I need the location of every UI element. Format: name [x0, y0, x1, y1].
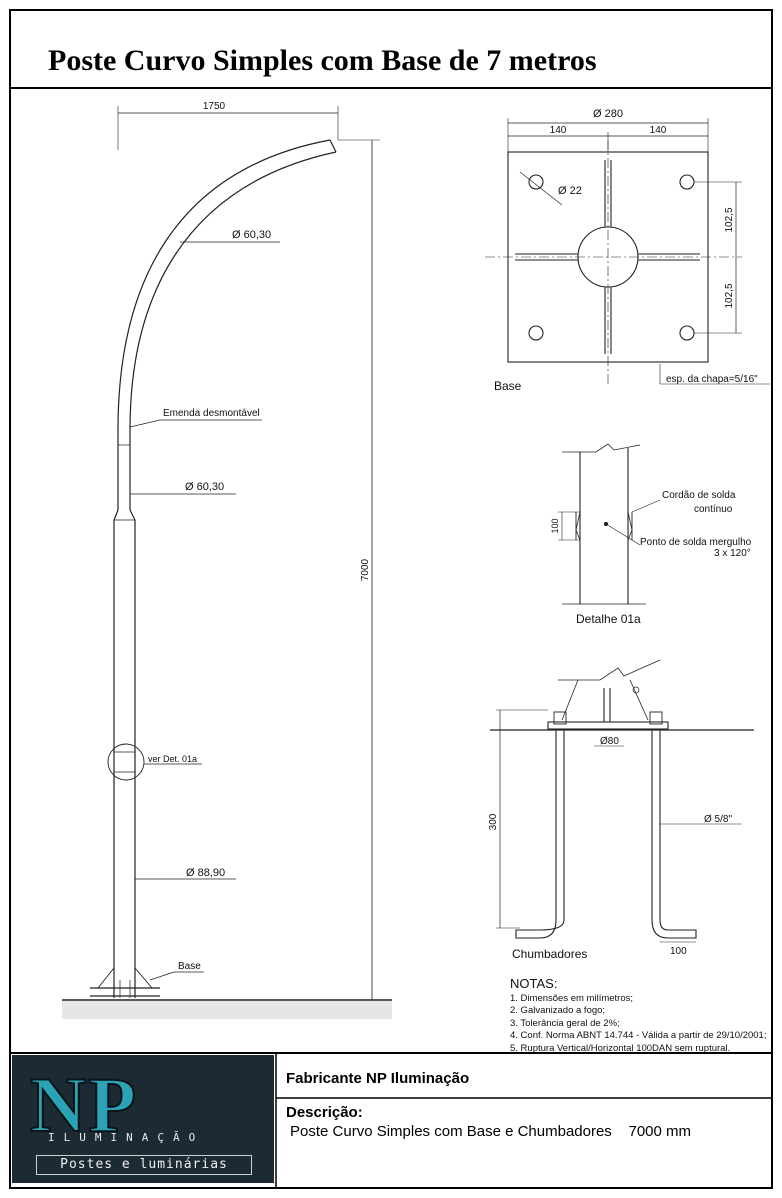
- description-text: Poste Curvo Simples com Base e Chumbador…: [290, 1123, 692, 1140]
- notes-block: NOTAS: 1. Dimensões em milímetros; 2. Ga…: [510, 976, 767, 1055]
- pole-height-dim: 7000: [360, 558, 371, 581]
- anchors-depth: 300: [488, 813, 499, 830]
- logo-main: NP: [29, 1061, 138, 1148]
- plate-hole: Ø 22: [558, 185, 582, 197]
- anchors-width: Ø80: [600, 736, 619, 747]
- plate-thickness: esp. da chapa=5/16": [666, 374, 758, 385]
- detail-plug-weld-2: 3 x 120°: [714, 548, 751, 559]
- page-title: Poste Curvo Simples com Base de 7 metros: [48, 44, 597, 77]
- logo-sub: ILUMINAÇÃO: [48, 1131, 205, 1144]
- detail-plug-weld-1: Ponto de solda mergulho: [640, 537, 752, 548]
- base-plate-drawing: [485, 118, 770, 385]
- detail-height: 100: [550, 518, 560, 533]
- anchors-drawing: [490, 659, 754, 943]
- pole-drawing: [62, 106, 392, 1001]
- plate-half-right: 140: [650, 125, 667, 136]
- detail-drawing: [558, 443, 661, 605]
- pole-width-dim: 1750: [203, 101, 226, 112]
- ground-shade: [62, 1001, 392, 1019]
- note-item: 5. Ruptura Vertical/Horizontal 100DAN se…: [510, 1042, 731, 1054]
- note-item: 4. Conf. Norma ABNT 14.744 - Válida a pa…: [510, 1030, 767, 1041]
- plate-offset-top: 102,5: [724, 207, 735, 232]
- logo-tagline: Postes e luminárias: [36, 1155, 252, 1175]
- anchors-label: Chumbadores: [512, 947, 587, 961]
- anchors-rod-diameter: Ø 5/8": [704, 814, 732, 825]
- description-title: Descrição:: [286, 1104, 363, 1121]
- company-logo: NP ILUMINAÇÃO Postes e luminárias: [12, 1055, 274, 1183]
- pole-top-diameter: Ø 60,30: [232, 229, 271, 241]
- note-item: 1. Dimensões em milímetros;: [510, 992, 634, 1004]
- plate-half-left: 140: [550, 125, 567, 136]
- manufacturer-label: Fabricante NP Iluminação: [286, 1070, 470, 1087]
- note-item: 3. Tolerância geral de 2%;: [510, 1017, 620, 1029]
- anchors-hook: 100: [670, 946, 687, 957]
- plate-offset-bottom: 102,5: [724, 283, 735, 308]
- pole-bottom-diameter: Ø 88,90: [186, 867, 225, 879]
- pole-joint-label: Emenda desmontável: [163, 408, 260, 419]
- pole-base-label: Base: [178, 961, 201, 972]
- footer-table: [9, 1052, 773, 1189]
- note-item: 2. Galvanizado a fogo;: [510, 1005, 606, 1016]
- plate-diameter: Ø 280: [593, 108, 623, 120]
- plate-label: Base: [494, 379, 522, 393]
- notes-title: NOTAS:: [510, 976, 558, 991]
- pole-mid-diameter: Ø 60,30: [185, 481, 224, 493]
- detail-weld-bead-2: contínuo: [694, 504, 733, 515]
- detail-weld-bead-1: Cordão de solda: [662, 490, 736, 501]
- pole-detail-ref: ver Det. 01a: [148, 754, 197, 764]
- detail-label: Detalhe 01a: [576, 612, 641, 626]
